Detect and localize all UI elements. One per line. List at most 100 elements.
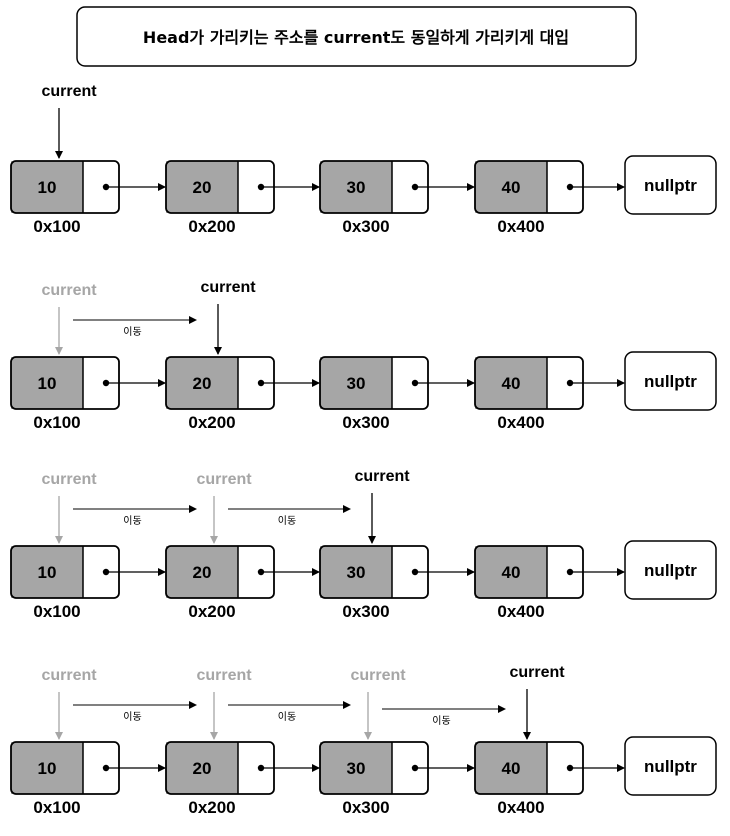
node-value: 30: [347, 374, 366, 393]
node-value-cell: [11, 161, 83, 213]
node-value: 40: [502, 563, 521, 582]
nullptr-label: nullptr: [644, 561, 697, 580]
node-address: 0x300: [342, 602, 389, 621]
node-address: 0x100: [33, 217, 80, 236]
node-value-cell: [166, 161, 238, 213]
current-label: current: [196, 667, 252, 684]
previous-current-pointer: current: [196, 471, 252, 544]
node-address: 0x200: [188, 217, 235, 236]
node-value-cell: [11, 357, 83, 409]
list-node: 20 0x200: [165, 545, 320, 621]
node-value-cell: [166, 742, 238, 794]
node-value-cell: [320, 546, 392, 598]
move-label: 이동: [123, 326, 141, 338]
node-address: 0x400: [497, 413, 544, 432]
list-node: 10 0x100: [10, 741, 166, 817]
node-value: 40: [502, 178, 521, 197]
node-value: 40: [502, 374, 521, 393]
node-value: 10: [38, 759, 57, 778]
nullptr-border: [624, 155, 717, 215]
node-address: 0x300: [342, 217, 389, 236]
move-indicator: 이동: [228, 505, 351, 527]
current-label: current: [509, 664, 565, 681]
node-value-cell: [166, 546, 238, 598]
list-node: 30 0x300: [319, 545, 475, 621]
node-value: 30: [347, 563, 366, 582]
node-value-cell: [475, 546, 547, 598]
current-pointer: current: [509, 664, 565, 740]
previous-current-pointer: current: [350, 667, 406, 740]
current-pointer: current: [41, 83, 97, 159]
previous-current-pointer: current: [41, 667, 97, 740]
move-label: 이동: [123, 711, 141, 723]
node-value-cell: [320, 742, 392, 794]
move-indicator: 이동: [382, 705, 506, 727]
node-value: 30: [347, 178, 366, 197]
node-value-cell: [475, 742, 547, 794]
move-indicator: 이동: [73, 316, 197, 338]
node-address: 0x400: [497, 798, 544, 817]
nullptr-border: [624, 540, 717, 600]
list-node: 30 0x300: [319, 160, 475, 236]
nullptr-border: [624, 351, 717, 411]
list-node: 30 0x300: [319, 356, 475, 432]
node-address: 0x300: [342, 413, 389, 432]
node-value-cell: [11, 742, 83, 794]
node-address: 0x300: [342, 798, 389, 817]
current-label: current: [41, 667, 97, 684]
node-address: 0x200: [188, 602, 235, 621]
current-label: current: [196, 471, 252, 488]
nullptr-box: nullptr: [624, 351, 717, 411]
node-value-cell: [320, 161, 392, 213]
current-label: current: [41, 282, 97, 299]
node-value: 20: [193, 374, 212, 393]
node-value: 20: [193, 759, 212, 778]
current-label: current: [200, 279, 256, 296]
nullptr-border: [624, 736, 717, 796]
node-address: 0x100: [33, 798, 80, 817]
current-pointer: current: [354, 468, 410, 544]
title-text: Head가 가리키는 주소를 current도 동일하게 가리키게 대입: [143, 28, 569, 47]
nullptr-box: nullptr: [624, 736, 717, 796]
list-node: 20 0x200: [165, 741, 320, 817]
node-value-cell: [11, 546, 83, 598]
previous-current-pointer: current: [41, 471, 97, 544]
node-value-cell: [475, 357, 547, 409]
step-row: 100x100200x200300x300400x400nullptrcurre…: [10, 664, 717, 817]
move-label: 이동: [278, 711, 296, 723]
current-label: current: [41, 471, 97, 488]
node-address: 0x400: [497, 217, 544, 236]
current-pointer: current: [200, 279, 256, 355]
node-value: 20: [193, 563, 212, 582]
node-value: 10: [38, 178, 57, 197]
title-box: Head가 가리키는 주소를 current도 동일하게 가리키게 대입: [76, 6, 637, 67]
node-value: 40: [502, 759, 521, 778]
nullptr-label: nullptr: [644, 176, 697, 195]
move-indicator: 이동: [228, 701, 351, 723]
current-label: current: [354, 468, 410, 485]
move-label: 이동: [123, 515, 141, 527]
node-value: 10: [38, 563, 57, 582]
move-indicator: 이동: [73, 701, 197, 723]
node-value: 20: [193, 178, 212, 197]
node-value-cell: [166, 357, 238, 409]
step-row: 10 0x100 20 0x200 30 0x300 40 0x400 nullptr curre…: [10, 83, 717, 236]
list-node: 40 0x400: [474, 741, 625, 817]
previous-current-pointer: current: [196, 667, 252, 740]
previous-current-pointer: current: [41, 282, 97, 355]
nullptr-label: nullptr: [644, 757, 697, 776]
node-address: 0x200: [188, 798, 235, 817]
node-value-cell: [475, 161, 547, 213]
current-label: current: [41, 83, 97, 100]
node-value-cell: [320, 357, 392, 409]
list-node: 10 0x100: [10, 545, 166, 621]
list-node: 20 0x200: [165, 160, 320, 236]
node-value: 10: [38, 374, 57, 393]
node-address: 0x100: [33, 602, 80, 621]
list-node: 10 0x100: [10, 160, 166, 236]
move-label: 이동: [432, 715, 450, 727]
